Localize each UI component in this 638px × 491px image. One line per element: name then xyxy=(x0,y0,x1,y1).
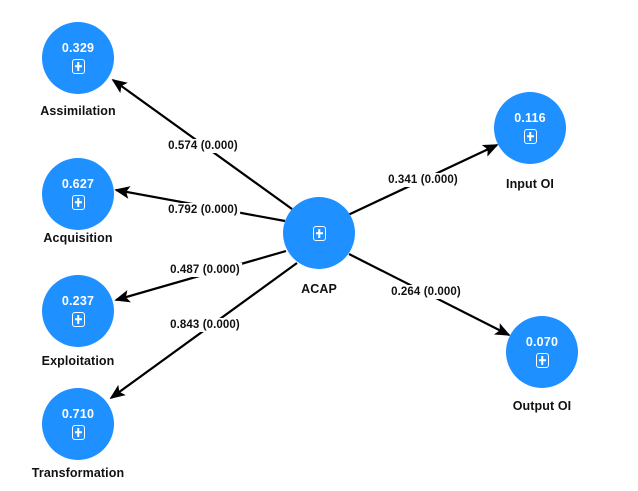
plus-square-icon[interactable] xyxy=(312,225,326,241)
node-label-input-oi: Input OI xyxy=(505,177,555,191)
plus-square-icon[interactable] xyxy=(71,58,85,74)
plus-square-icon[interactable] xyxy=(71,194,85,210)
node-acap[interactable] xyxy=(283,197,355,269)
node-assimilation[interactable]: 0.329 xyxy=(42,22,114,94)
node-value: 0.329 xyxy=(61,41,95,56)
plus-square-icon[interactable] xyxy=(535,352,549,368)
edge-label-acap-to-exploitation: 0.487 (0.000) xyxy=(168,263,242,277)
edge-label-acap-to-input-oi: 0.341 (0.000) xyxy=(386,173,460,187)
node-output-oi[interactable]: 0.070 xyxy=(506,316,578,388)
node-value: 0.070 xyxy=(525,335,559,350)
node-label-assimilation: Assimilation xyxy=(40,104,116,118)
plus-square-icon[interactable] xyxy=(71,424,85,440)
node-label-acap: ACAP xyxy=(301,282,337,296)
node-value: 0.237 xyxy=(61,294,95,309)
node-exploitation[interactable]: 0.237 xyxy=(42,275,114,347)
node-acquisition[interactable]: 0.627 xyxy=(42,158,114,230)
edge-label-acap-to-assimilation: 0.574 (0.000) xyxy=(166,139,240,153)
plus-square-icon[interactable] xyxy=(71,311,85,327)
node-label-output-oi: Output OI xyxy=(512,399,572,413)
node-value: 0.710 xyxy=(61,407,95,422)
node-value: 0.627 xyxy=(61,177,95,192)
node-label-acquisition: Acquisition xyxy=(43,231,113,245)
node-transformation[interactable]: 0.710 xyxy=(42,388,114,460)
node-label-exploitation: Exploitation xyxy=(41,354,115,368)
edge-label-acap-to-transformation: 0.843 (0.000) xyxy=(168,318,242,332)
edge-label-acap-to-output-oi: 0.264 (0.000) xyxy=(389,285,463,299)
node-value: 0.116 xyxy=(514,111,546,126)
edge-label-acap-to-acquisition: 0.792 (0.000) xyxy=(166,203,240,217)
plus-square-icon[interactable] xyxy=(523,128,537,144)
node-label-transformation: Transformation xyxy=(31,466,125,480)
node-input-oi[interactable]: 0.116 xyxy=(494,92,566,164)
